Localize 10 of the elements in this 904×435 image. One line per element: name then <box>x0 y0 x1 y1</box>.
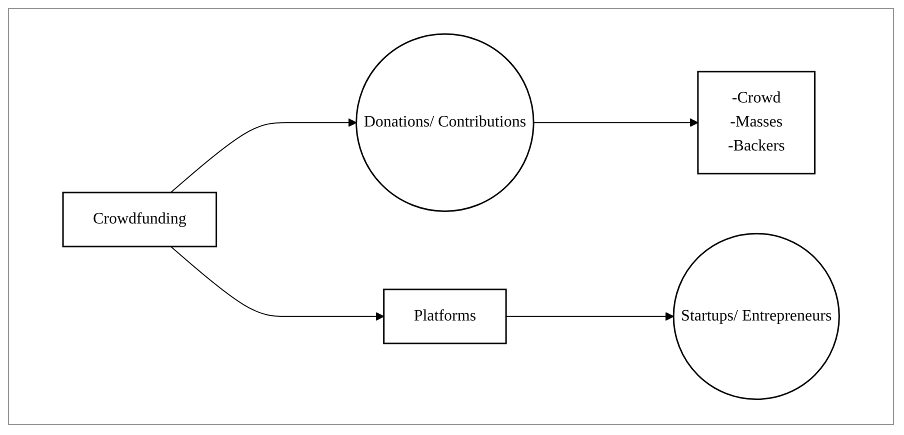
arrow <box>505 312 674 321</box>
node-circle <box>355 33 534 212</box>
node-box <box>383 288 507 344</box>
arrow <box>170 246 384 321</box>
node-circle <box>672 232 840 400</box>
arrow <box>170 118 357 193</box>
figure-border: Crowdfunding Donations/ Contributions -Crowd -Masses -Backers Platforms Startups/ Entrepreneurs <box>8 8 894 425</box>
node-box <box>62 192 217 248</box>
arrow <box>532 118 698 127</box>
node-box <box>697 70 816 174</box>
